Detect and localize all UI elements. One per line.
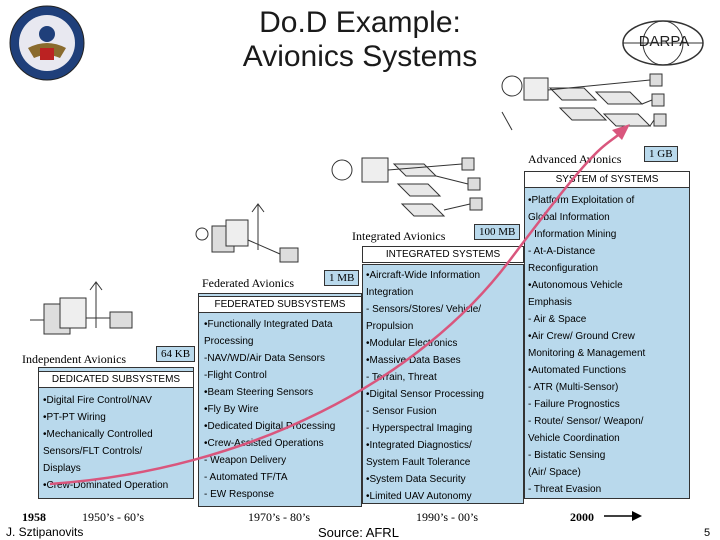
integrated-stage-label: Integrated Avionics bbox=[352, 229, 446, 243]
slide-title: Do.D Example: Avionics Systems bbox=[160, 6, 560, 74]
feature-item: Reconfiguration bbox=[528, 263, 599, 274]
feature-item: •Functionally Integrated Data bbox=[204, 319, 333, 330]
growth-arrow bbox=[49, 131, 623, 486]
feature-item: •Aircraft-Wide Information bbox=[366, 270, 481, 281]
title-line-2: Avionics Systems bbox=[242, 40, 478, 73]
advanced-features-list: •Platform Exploitation of Global Informa… bbox=[528, 192, 645, 498]
timeline-era-2: 1970’s - 80’s bbox=[248, 510, 311, 524]
feature-item: Monitoring & Management bbox=[528, 348, 646, 359]
feature-item: - Bistatic Sensing bbox=[528, 450, 606, 461]
feature-item: •Air Crew/ Ground Crew bbox=[528, 331, 635, 342]
feature-item: - ATR (Multi-Sensor) bbox=[528, 382, 619, 393]
advanced-category-header: SYSTEM of SYSTEMS bbox=[524, 171, 690, 188]
growth-arrowhead bbox=[612, 124, 630, 140]
feature-item: -NAV/WD/Air Data Sensors bbox=[204, 353, 325, 364]
federated-system-icon bbox=[195, 203, 299, 263]
integrated-avionics-box bbox=[362, 264, 524, 504]
feature-item: •Mechanically Controlled bbox=[43, 429, 153, 440]
feature-item: - Terrain, Threat bbox=[366, 372, 437, 383]
independent-system-icon bbox=[30, 281, 133, 335]
feature-item: (Air/ Space) bbox=[528, 467, 581, 478]
feature-item: •Automated Functions bbox=[528, 365, 626, 376]
advanced-avionics-box bbox=[524, 186, 690, 499]
feature-item: - Sensors/Stores/ Vehicle/ bbox=[366, 304, 482, 315]
feature-item: - Information Mining bbox=[528, 229, 617, 240]
independent-capacity-badge: 64 KB bbox=[156, 346, 196, 362]
independent-stage-label: Independent Avionics bbox=[22, 352, 127, 366]
advanced-stage-label: Advanced Avionics bbox=[528, 152, 622, 166]
source-credit: Source: AFRL bbox=[318, 525, 399, 540]
feature-item: - Air & Space bbox=[528, 314, 587, 325]
feature-item: Integration bbox=[366, 287, 414, 298]
feature-item: Processing bbox=[204, 336, 254, 347]
advanced-system-icon bbox=[501, 73, 667, 131]
feature-item: - At-A-Distance bbox=[528, 246, 596, 257]
federated-category-header: FEDERATED SUBSYSTEMS bbox=[198, 296, 362, 313]
feature-item: •Modular Electronics bbox=[366, 338, 458, 349]
feature-item: - EW Response bbox=[204, 489, 275, 500]
feature-item: Vehicle Coordination bbox=[528, 433, 620, 444]
federated-features-list: •Functionally Integrated Data Processing… bbox=[204, 316, 335, 503]
advanced-capacity-badge: 1 GB bbox=[644, 146, 678, 162]
federated-capacity-badge: 1 MB bbox=[324, 270, 360, 286]
dod-seal-logo bbox=[8, 4, 86, 82]
feature-item: Displays bbox=[43, 463, 81, 474]
timeline-era-3: 1990’s - 00’s bbox=[416, 510, 479, 524]
feature-item: •Integrated Diagnostics/ bbox=[366, 440, 472, 451]
feature-item: •Crew-Dominated Operation bbox=[43, 480, 169, 491]
author-credit: J. Sztipanovits bbox=[6, 525, 84, 539]
feature-item: - Threat Evasion bbox=[528, 484, 602, 495]
page-number: 5 bbox=[704, 527, 711, 539]
feature-item: - Sensor Fusion bbox=[366, 406, 437, 417]
feature-item: Propulsion bbox=[366, 321, 414, 332]
feature-item: •Autonomous Vehicle bbox=[528, 280, 623, 291]
independent-category-header: DEDICATED SUBSYSTEMS bbox=[38, 371, 194, 388]
integrated-capacity-badge: 100 MB bbox=[474, 224, 521, 240]
title-line-1: Do.D Example: bbox=[259, 6, 461, 39]
feature-item: -Flight Control bbox=[204, 370, 267, 381]
integrated-features-list: •Aircraft-Wide Information Integration -… bbox=[366, 267, 484, 505]
feature-item: •Beam Steering Sensors bbox=[204, 387, 314, 398]
feature-item: - Failure Prognostics bbox=[528, 399, 620, 410]
feature-item: •Digital Sensor Processing bbox=[366, 389, 484, 400]
feature-item: •Digital Fire Control/NAV bbox=[43, 395, 152, 406]
federated-stage-label: Federated Avionics bbox=[202, 276, 295, 290]
feature-item: •Platform Exploitation of bbox=[528, 195, 635, 206]
feature-item: •Fly By Wire bbox=[204, 404, 259, 415]
integrated-category-header: INTEGRATED SYSTEMS bbox=[362, 246, 524, 263]
darpa-logo-text: DARPA bbox=[638, 33, 690, 50]
feature-item: Emphasis bbox=[528, 297, 572, 308]
feature-item: System Fault Tolerance bbox=[366, 457, 471, 468]
feature-item: •Massive Data Bases bbox=[366, 355, 461, 366]
feature-item: •Dedicated Digital Processing bbox=[204, 421, 336, 432]
timeline-end: 2000 bbox=[570, 510, 594, 524]
feature-item: Global Information bbox=[528, 212, 610, 223]
feature-item: Sensors/FLT Controls/ bbox=[43, 446, 143, 457]
darpa-logo bbox=[618, 18, 708, 68]
feature-item: •Limited UAV Autonomy bbox=[366, 491, 472, 502]
feature-item: - Route/ Sensor/ Weapon/ bbox=[528, 416, 644, 427]
feature-item: - Weapon Delivery bbox=[204, 455, 287, 466]
feature-item: - Automated TF/TA bbox=[204, 472, 288, 483]
feature-item: - Hyperspectral Imaging bbox=[366, 423, 473, 434]
federated-avionics-box bbox=[198, 293, 362, 507]
integrated-system-icon bbox=[331, 157, 483, 217]
timeline-start: 1958 bbox=[22, 510, 46, 524]
feature-item: •PT-PT Wiring bbox=[43, 412, 106, 423]
independent-features-list: •Digital Fire Control/NAV •PT-PT Wiring … bbox=[43, 392, 168, 494]
feature-item: •System Data Security bbox=[366, 474, 466, 485]
feature-item: •Crew-Assisted Operations bbox=[204, 438, 324, 449]
timeline-era-1: 1950’s - 60’s bbox=[82, 510, 145, 524]
